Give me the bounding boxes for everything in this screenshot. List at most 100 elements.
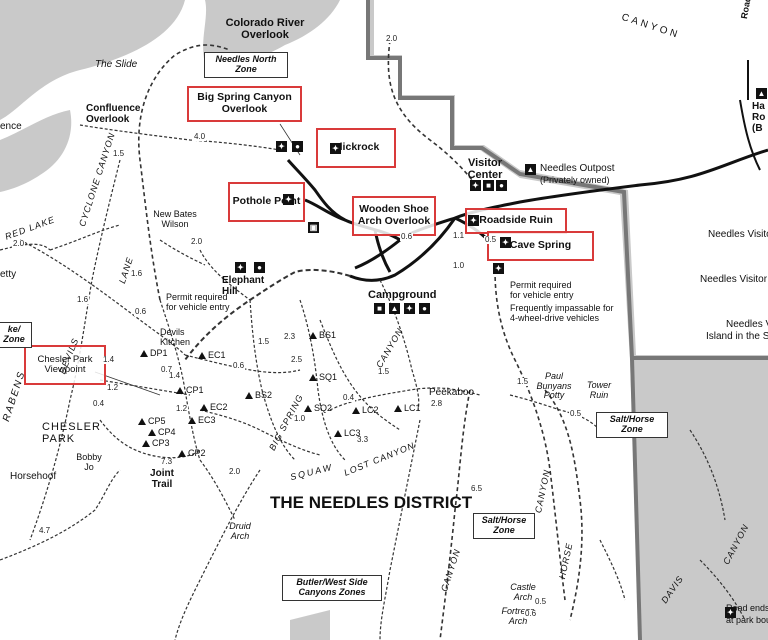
distance-label: 0.5: [569, 409, 583, 418]
four-wheel-road-salt: [494, 269, 566, 601]
roadside-ruin-label: Roadside Ruin: [479, 214, 553, 227]
pothole-point-label: Pothole Point: [232, 195, 301, 208]
distance-label: 1.0: [293, 414, 307, 423]
distance-label: 0.6: [524, 609, 538, 618]
road-to-campground: [349, 217, 457, 282]
hiker-icon: ✦: [468, 215, 479, 226]
devils-kitchen-label: Devils Kitchen: [160, 327, 191, 347]
butler-west-side-zone: Butler/West Side Canyons Zones: [282, 575, 382, 601]
distance-label: 1.6: [130, 269, 144, 278]
restroom-icon: ●: [419, 303, 430, 314]
the-slide-label: The Slide: [95, 59, 138, 70]
four-wheel-road-lavender: [439, 389, 471, 640]
distance-label: 1.5: [377, 367, 391, 376]
distance-label: 1.6: [76, 295, 90, 304]
gray-area-southeast: [630, 360, 768, 640]
campsite-cp5: CP5: [138, 416, 166, 426]
distance-label: 4.7: [38, 526, 52, 535]
campsite-lc1: LC1: [394, 403, 421, 413]
tower-ruin-label: Tower Ruin: [586, 380, 612, 400]
needles-visitor-label-2: Needles Visitor: [700, 274, 768, 285]
hiker-icon: ✦: [283, 194, 294, 205]
hiker-icon: ✦: [470, 180, 481, 191]
campsite-sq1: SQ1: [309, 372, 337, 382]
distance-label: 1.5: [257, 337, 271, 346]
gray-area-island: [0, 110, 72, 192]
restroom-icon: ●: [292, 141, 303, 152]
camp-icon: ▲: [389, 303, 400, 314]
distance-label: 2.8: [430, 399, 444, 408]
road-to-pothole: [304, 198, 346, 222]
new-bates-wilson-label: New Bates Wilson: [153, 209, 197, 229]
island-in-the-sky-label: Island in the Sk: [706, 331, 768, 342]
joint-trail-label: Joint Trail: [150, 468, 174, 490]
castle-arch-label: Castle Arch: [510, 582, 536, 602]
picnic-icon: ▣: [308, 222, 319, 233]
store-icon: ■: [374, 303, 385, 314]
chesler-park-viewpoint-label: Chesler Park Viewpoint: [37, 353, 93, 375]
colorado-river-overlook-label: Colorado River Overlook: [225, 17, 305, 41]
distance-label: 0.4: [92, 399, 106, 408]
campsite-sq2: SQ2: [304, 403, 332, 413]
impassable-note-a: Frequently impassable for: [510, 303, 614, 313]
campsite-ec3: EC3: [188, 415, 216, 425]
hiker-icon: ✦: [235, 262, 246, 273]
park-boundary: [366, 0, 768, 360]
chesler-park-label: CHESLER PARK: [42, 421, 101, 445]
distance-label: 0.5: [534, 597, 548, 606]
gray-area-west: [0, 0, 185, 120]
salt-horse-zone-east: Salt/Horse Zone: [596, 412, 668, 438]
distance-label: 3.3: [356, 435, 370, 444]
big-spring-canyon-overlook-highlight[interactable]: Big Spring Canyon Overlook: [187, 86, 302, 122]
campsite-cp1: CP1: [176, 385, 204, 395]
distance-label: 1.0: [452, 261, 466, 270]
distance-label: 1.5: [112, 149, 126, 158]
distance-label: 2.0: [228, 467, 242, 476]
peekaboo-label: Peekaboo: [429, 387, 475, 398]
four-wheel-road-elephant: [184, 268, 351, 361]
distance-label: 0.7: [160, 365, 174, 374]
needles-outpost-label: Needles Outpost: [540, 163, 615, 174]
slickrock-label: Slickrock: [332, 141, 380, 154]
campsite-lc3: LC3: [334, 428, 361, 438]
needles-outpost-note: (Privately owned): [540, 175, 610, 185]
wooden-shoe-arch-overlook-highlight[interactable]: Wooden Shoe Arch Overlook: [352, 196, 436, 236]
campground-label: Campground: [368, 289, 437, 301]
horsehoof-label: Horsehoof: [10, 471, 57, 482]
wooden-shoe-arch-overlook-label: Wooden Shoe Arch Overlook: [357, 203, 431, 227]
needles-island-label: Needles V: [726, 319, 768, 330]
needles-visitor-label-1: Needles Visito: [708, 229, 768, 240]
campsite-dp1: DP1: [140, 348, 168, 358]
distance-label: 0.5: [484, 235, 498, 244]
permit-note-1b: for vehicle entry: [166, 302, 230, 312]
distance-label: 6.5: [470, 484, 484, 493]
store-icon: ■: [483, 180, 494, 191]
big-spring-canyon-overlook-label: Big Spring Canyon Overlook: [197, 91, 292, 115]
campsite-lc2: LC2: [352, 405, 379, 415]
permit-note-2b: for vehicle entry: [510, 290, 574, 300]
distance-label: 0.6: [400, 232, 414, 241]
permit-note-1a: Permit required: [166, 292, 228, 302]
confluence-overlook-label: Confluence Overlook: [86, 103, 141, 125]
four-wheel-road-north: [137, 44, 231, 301]
distance-label: 0.4: [342, 393, 356, 402]
campsite-cp2: CP2: [178, 448, 206, 458]
distance-label: 1.4: [168, 371, 182, 380]
hiker-icon: ✦: [404, 303, 415, 314]
distance-label: 4.0: [193, 132, 207, 141]
chesler-park-viewpoint-highlight[interactable]: Chesler Park Viewpoint: [24, 345, 106, 385]
campsite-ec1: EC1: [198, 350, 226, 360]
distance-label: 2.3: [283, 332, 297, 341]
slickrock-highlight[interactable]: Slickrock: [316, 128, 396, 168]
visitor-center-label: Visitor Center: [467, 157, 503, 181]
hiker-icon: ✦: [493, 263, 504, 274]
bobby-jo-label: Bobby Jo: [76, 452, 102, 472]
four-wheel-road-colorado: [387, 39, 481, 191]
camp-icon: ▲: [525, 164, 536, 175]
at-park-boundary-label: at park bou: [726, 615, 768, 625]
distance-label: 2.0: [12, 239, 26, 248]
elephant-hill-label: Elephant Hill: [222, 275, 265, 297]
camp-icon: ▲: [756, 88, 767, 99]
